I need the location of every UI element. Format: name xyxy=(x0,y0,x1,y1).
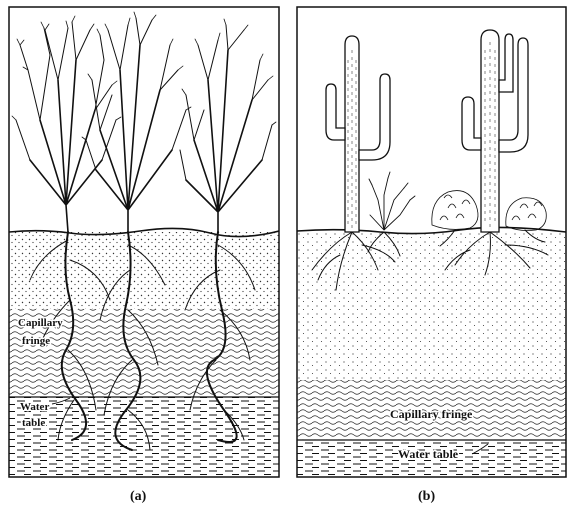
shrub-left xyxy=(12,16,121,232)
panel-a: Capillary fringe Water table (a) xyxy=(9,7,279,504)
shrub-right xyxy=(180,19,276,232)
caption-b: (b) xyxy=(418,489,435,504)
label-capillary-fringe-a-line2: fringe xyxy=(22,335,50,347)
label-water-table-a-line2: table xyxy=(22,417,45,429)
caption-a: (a) xyxy=(130,489,147,504)
desert-shrub-3 xyxy=(506,198,546,231)
panel-a-saturated-zone xyxy=(9,397,279,477)
label-water-table-a-line1: Water xyxy=(20,401,49,413)
cactus-left xyxy=(326,36,390,232)
label-water-table-b: Water table xyxy=(398,447,459,461)
cactus-right xyxy=(462,30,528,232)
panel-b: Capillary fringe Water table (b) xyxy=(297,7,566,504)
label-capillary-fringe-b: Capillary fringe xyxy=(390,407,473,421)
desert-shrub-1 xyxy=(369,172,415,230)
shrub-middle xyxy=(82,12,191,232)
desert-shrub-2 xyxy=(432,191,478,230)
panel-a-soil-zone xyxy=(9,232,279,309)
panel-b-soil-zone xyxy=(297,230,566,380)
label-capillary-fringe-a-line1: Capillary xyxy=(18,317,63,329)
